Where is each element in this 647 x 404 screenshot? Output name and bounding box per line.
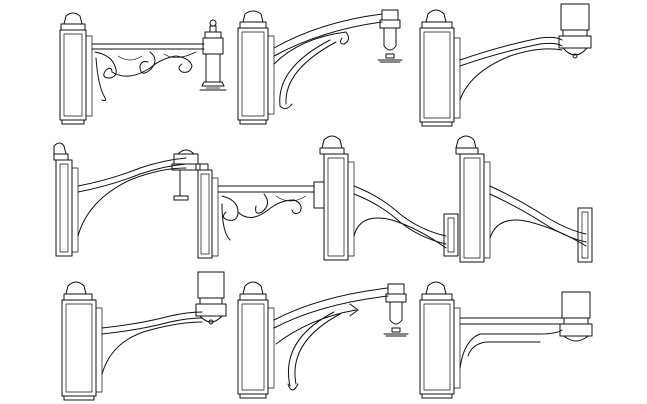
wall-pillar	[237, 281, 275, 399]
lantern-cap	[558, 3, 592, 59]
arm	[273, 287, 389, 391]
arm	[273, 13, 383, 110]
arm	[459, 36, 563, 101]
wall-pillar	[419, 9, 461, 127]
wall-pillar	[319, 135, 355, 261]
bracket-4-sweep-arm-clipped	[53, 142, 201, 257]
bracket-8-sweep-arm	[61, 271, 227, 401]
pendant-cap	[377, 9, 403, 63]
wall-pillar	[237, 10, 275, 125]
arm	[353, 185, 447, 249]
cap-block	[577, 207, 593, 263]
bracket-1-scroll-bracket	[59, 12, 227, 125]
bracket-9-swan-neck-braced	[237, 281, 409, 399]
cap-block	[443, 213, 459, 257]
lantern-cap	[195, 271, 227, 325]
wall-pillar	[455, 135, 491, 263]
cap-block	[313, 181, 325, 209]
arm	[101, 311, 203, 375]
bracket-6-long-sweep-arm	[319, 135, 459, 261]
wall-pillar	[53, 142, 79, 257]
wall-pillar	[419, 281, 461, 399]
bracket-2-swan-neck	[237, 9, 403, 125]
bracket-10-stepped-arm	[419, 281, 593, 399]
wall-pillar	[59, 12, 93, 125]
arm	[217, 185, 315, 241]
pendant-cap	[383, 283, 409, 337]
bracket-3-sweep-arm	[419, 3, 592, 127]
bracket-7-long-sweep-arm	[455, 135, 593, 263]
arm	[459, 317, 563, 369]
bracket-5-scroll-bracket-clipped	[195, 163, 325, 259]
wall-pillar	[61, 281, 103, 401]
finial-post	[199, 19, 227, 91]
wall-pillar	[195, 163, 219, 259]
lantern-cap	[171, 149, 201, 201]
lantern-cap	[559, 291, 593, 342]
arm	[489, 185, 587, 247]
arm	[77, 157, 187, 237]
arm	[91, 43, 205, 101]
